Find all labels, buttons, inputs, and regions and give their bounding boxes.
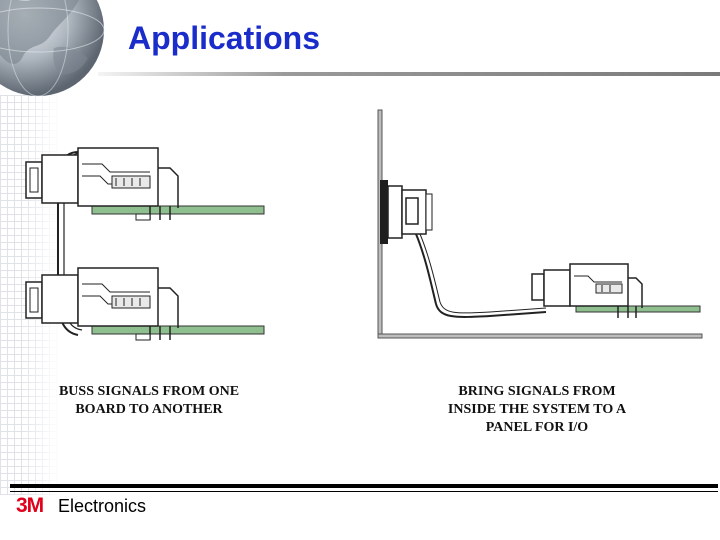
top-connector xyxy=(25,147,179,221)
caption-right: BRING SIGNALS FROM INSIDE THE SYSTEM TO … xyxy=(412,383,662,437)
board-to-board-illustration xyxy=(25,147,265,341)
slide-title: Applications xyxy=(128,20,321,56)
caption-right-line: BRING SIGNALS FROM xyxy=(458,384,616,399)
brand-name: Electronics xyxy=(58,496,147,516)
caption-right-line: INSIDE THE SYSTEM TO A xyxy=(447,402,627,417)
panel-connector xyxy=(380,180,433,244)
caption-right-line: PANEL FOR I/O xyxy=(485,420,589,435)
board-connector xyxy=(531,263,643,318)
caption-left-line: BUSS SIGNALS FROM ONE xyxy=(58,384,240,399)
footer-divider-thin xyxy=(10,491,718,492)
footer-divider-thick xyxy=(10,484,718,488)
caption-left-line: BOARD TO ANOTHER xyxy=(75,402,223,417)
bottom-connector xyxy=(25,267,179,341)
3m-logo: 3M xyxy=(16,494,44,517)
globe-icon xyxy=(0,0,105,97)
chassis-floor xyxy=(377,333,703,339)
panel-io-illustration xyxy=(377,109,703,339)
io-cable xyxy=(415,233,547,318)
caption-left: BUSS SIGNALS FROM ONE BOARD TO ANOTHER xyxy=(24,383,274,419)
title-divider xyxy=(98,72,720,76)
io-pcb xyxy=(575,305,701,313)
